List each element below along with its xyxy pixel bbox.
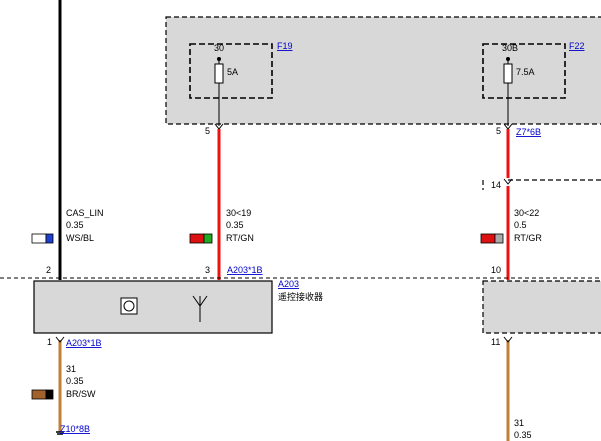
module-pin-power: 3	[205, 265, 210, 275]
feed-left-swatch-primary	[189, 233, 205, 244]
module-name: 遥控接收器	[278, 291, 323, 302]
feed-left-gauge: 0.35	[226, 220, 244, 230]
ground-connector-link[interactable]: Z10*8B	[60, 424, 90, 434]
ground-left-signal: 31	[66, 364, 76, 374]
right-module-pin-top: 14	[491, 180, 501, 190]
fuse-f22-link[interactable]: F22	[569, 41, 585, 51]
fuse-f22-element	[503, 63, 513, 84]
steering-wheel-icon	[120, 297, 138, 315]
fuse-f19-element	[214, 63, 224, 84]
module-id-link[interactable]: A203	[278, 279, 299, 289]
ground-left-swatch-primary	[31, 389, 47, 400]
right-module-pin-out: 11	[491, 337, 500, 347]
module-pin-ground: 1	[47, 337, 52, 347]
fuse-f22-housing	[482, 43, 566, 99]
feed-right-swatch-primary	[480, 233, 496, 244]
feed-left-swatch-secondary	[203, 233, 213, 244]
cas-lin-swatch-primary	[31, 233, 47, 244]
z7-6b-link[interactable]: Z7*6B	[516, 127, 541, 137]
module-pin-power-connector[interactable]: A203*1B	[227, 265, 263, 275]
ground-left-terminal	[56, 431, 64, 435]
feed-left-color: RT/GN	[226, 233, 254, 243]
steering-wheel-icon-circle	[123, 300, 135, 312]
feed-left-signal: 30<19	[226, 208, 251, 218]
fuse-box	[165, 16, 601, 125]
fuse-f19-rating: 5A	[227, 67, 238, 77]
ground-right-signal: 31	[514, 418, 524, 428]
fuse-f19-output-pin: 5	[205, 126, 210, 136]
right-module-pin-in: 10	[491, 265, 501, 275]
ground-right-gauge: 0.35	[514, 430, 532, 440]
module-pin-lin: 2	[46, 265, 51, 275]
feed-right-color: RT/GR	[514, 233, 542, 243]
fuse-f22-output-pin: 5	[496, 126, 501, 136]
ground-left-swatch-secondary	[45, 389, 54, 400]
feed-right-swatch-secondary	[494, 233, 504, 244]
ground-left-gauge: 0.35	[66, 376, 84, 386]
feed-right-signal: 30<22	[514, 208, 539, 218]
fuse-f22-pin: 30B	[502, 43, 518, 53]
fuse-f19-pin: 30	[214, 43, 224, 53]
module-a203-box	[33, 280, 273, 334]
fuse-f19-link[interactable]: F19	[277, 41, 293, 51]
fuse-f22-rating: 7.5A	[516, 67, 535, 77]
antenna-icon	[192, 295, 208, 322]
cas-lin-swatch-secondary	[45, 233, 54, 244]
ground-left-color: BR/SW	[66, 389, 96, 399]
cas-lin-color: WS/BL	[66, 233, 94, 243]
right-module-box	[482, 280, 601, 334]
feed-right-gauge: 0.5	[514, 220, 527, 230]
fuse-f19-housing	[189, 43, 273, 99]
cas-lin-gauge: 0.35	[66, 220, 84, 230]
cas-lin-signal: CAS_LIN	[66, 208, 104, 218]
module-pin-ground-connector[interactable]: A203*1B	[66, 338, 102, 348]
